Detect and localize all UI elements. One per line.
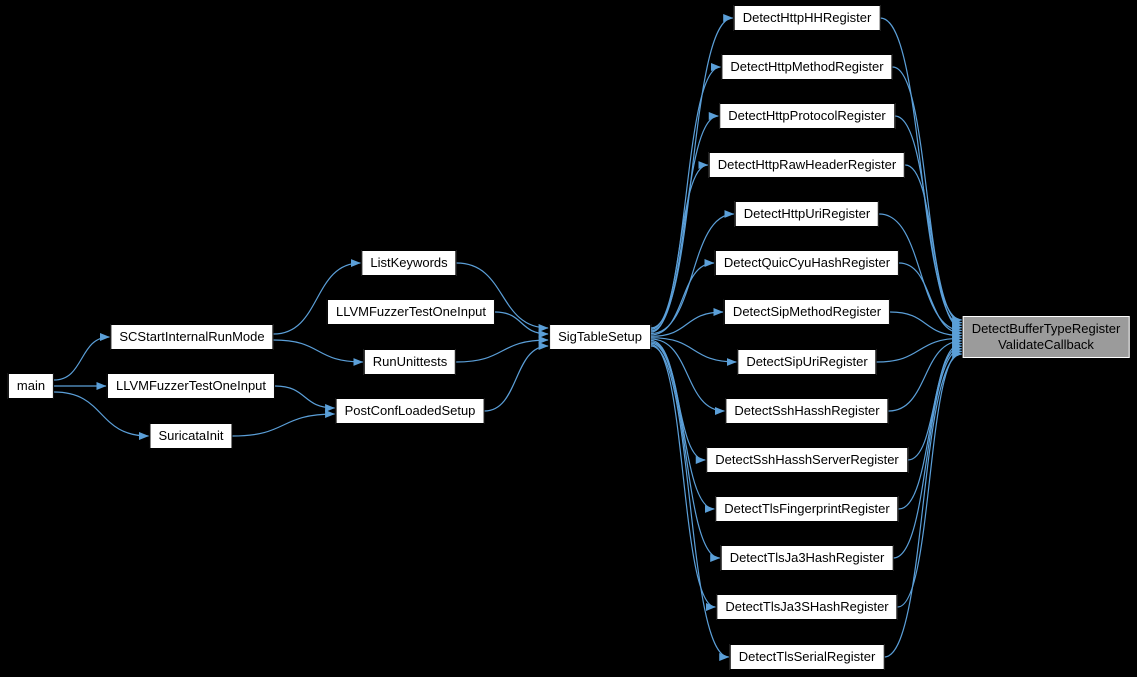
edge-main-SuricataInit xyxy=(54,391,149,440)
edge-SigTableSetup-DetectHttpProtocolRegister xyxy=(650,112,719,332)
edge-DetectQuicCyuHashRegister-DetectBufferTypeRegisterValidateCallback xyxy=(899,262,963,338)
node-DetectSipUriRegister[interactable]: DetectSipUriRegister xyxy=(737,349,877,375)
edge-SigTableSetup-DetectTlsSerialRegister xyxy=(650,345,730,661)
edge-SigTableSetup-DetectHttpMethodRegister xyxy=(650,63,721,330)
node-DetectQuicCyuHashRegister[interactable]: DetectQuicCyuHashRegister xyxy=(714,250,900,276)
edge-DetectSipUriRegister-DetectBufferTypeRegisterValidateCallback xyxy=(876,334,963,363)
edge-SuricataInit-PostConfLoadedSetup xyxy=(232,410,336,437)
node-DetectHttpProtocolRegister[interactable]: DetectHttpProtocolRegister xyxy=(719,103,895,129)
edge-DetectHttpUriRegister-DetectBufferTypeRegisterValidateCallback xyxy=(879,213,963,335)
node-DetectSipMethodRegister[interactable]: DetectSipMethodRegister xyxy=(723,299,891,325)
node-RunUnittests[interactable]: RunUnittests xyxy=(363,349,457,375)
edge-SigTableSetup-DetectSshHasshRegister xyxy=(650,338,725,415)
node-PostConfLoadedSetup[interactable]: PostConfLoadedSetup xyxy=(335,398,485,424)
edge-DetectTlsFingerprintRegister-DetectBufferTypeRegisterValidateCallback xyxy=(898,342,963,510)
edge-SCStartInternalRunMode-ListKeywords xyxy=(273,259,361,335)
node-SuricataInit[interactable]: SuricataInit xyxy=(149,423,233,449)
edge-LLVMFuzzerTestOneInput_main-PostConfLoadedSetup xyxy=(275,385,336,412)
node-SigTableSetup[interactable]: SigTableSetup xyxy=(549,324,651,350)
node-DetectSshHasshServerRegister[interactable]: DetectSshHasshServerRegister xyxy=(706,447,908,473)
edge-DetectTlsSerialRegister-DetectBufferTypeRegisterValidateCallback xyxy=(884,350,963,658)
node-DetectTlsSerialRegister[interactable]: DetectTlsSerialRegister xyxy=(729,644,885,670)
edge-SigTableSetup-DetectTlsJa3SHashRegister xyxy=(650,344,716,611)
node-DetectHttpUriRegister[interactable]: DetectHttpUriRegister xyxy=(734,201,880,227)
edge-DetectTlsJa3SHashRegister-DetectBufferTypeRegisterValidateCallback xyxy=(897,347,963,608)
edge-SigTableSetup-DetectHttpUriRegister xyxy=(650,210,735,335)
edge-DetectSshHasshRegister-DetectBufferTypeRegisterValidateCallback xyxy=(888,336,963,412)
edge-SigTableSetup-DetectHttpRawHeaderRegister xyxy=(650,161,709,333)
edge-SigTableSetup-DetectSipMethodRegister xyxy=(650,308,724,337)
edge-DetectHttpMethodRegister-DetectBufferTypeRegisterValidateCallback xyxy=(892,66,963,327)
edge-SigTableSetup-DetectQuicCyuHashRegister xyxy=(650,259,715,336)
node-DetectBufferTypeRegisterValidateCallback: DetectBufferTypeRegister ValidateCallbac… xyxy=(962,316,1130,358)
edge-DetectSipMethodRegister-DetectBufferTypeRegisterValidateCallback xyxy=(890,311,963,340)
node-DetectTlsJa3HashRegister[interactable]: DetectTlsJa3HashRegister xyxy=(720,545,894,571)
edge-PostConfLoadedSetup-SigTableSetup xyxy=(484,342,549,412)
edge-DetectTlsJa3HashRegister-DetectBufferTypeRegisterValidateCallback xyxy=(893,344,963,559)
edge-LLVMFuzzerTestOneInput_fuzz-SigTableSetup xyxy=(495,311,549,338)
edge-SigTableSetup-DetectTlsJa3HashRegister xyxy=(650,342,721,562)
edge-SigTableSetup-DetectSipUriRegister xyxy=(650,337,737,366)
node-DetectHttpMethodRegister[interactable]: DetectHttpMethodRegister xyxy=(721,54,893,80)
node-LLVMFuzzerTestOneInput_fuzz[interactable]: LLVMFuzzerTestOneInput xyxy=(326,299,496,325)
edge-DetectHttpProtocolRegister-DetectBufferTypeRegisterValidateCallback xyxy=(894,115,963,330)
node-ListKeywords[interactable]: ListKeywords xyxy=(361,250,457,276)
node-main[interactable]: main xyxy=(7,373,55,399)
edge-RunUnittests-SigTableSetup xyxy=(456,336,549,363)
node-DetectHttpHHRegister[interactable]: DetectHttpHHRegister xyxy=(733,5,881,31)
edge-ListKeywords-SigTableSetup xyxy=(456,262,549,332)
edge-SigTableSetup-DetectTlsFingerprintRegister xyxy=(650,341,715,513)
node-SCStartInternalRunMode[interactable]: SCStartInternalRunMode xyxy=(110,324,274,350)
edge-DetectHttpRawHeaderRegister-DetectBufferTypeRegisterValidateCallback xyxy=(905,164,963,332)
node-DetectTlsFingerprintRegister[interactable]: DetectTlsFingerprintRegister xyxy=(715,496,899,522)
node-DetectSshHasshRegister[interactable]: DetectSshHasshRegister xyxy=(725,398,889,424)
node-DetectHttpRawHeaderRegister[interactable]: DetectHttpRawHeaderRegister xyxy=(708,152,906,178)
edge-SCStartInternalRunMode-RunUnittests xyxy=(273,339,364,366)
node-LLVMFuzzerTestOneInput_main[interactable]: LLVMFuzzerTestOneInput xyxy=(106,373,276,399)
node-DetectTlsJa3SHashRegister[interactable]: DetectTlsJa3SHashRegister xyxy=(716,594,898,620)
edge-main-SCStartInternalRunMode xyxy=(54,333,110,381)
